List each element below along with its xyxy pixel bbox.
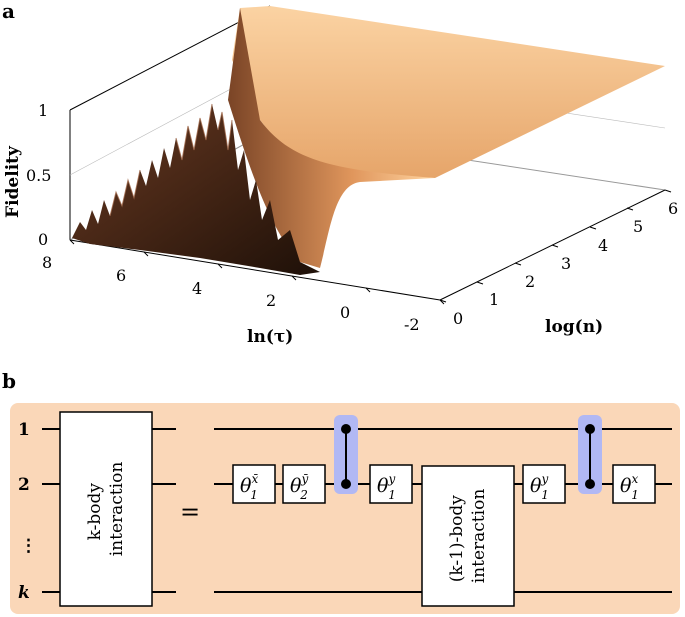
surface-noise-region (72, 104, 320, 275)
cz-gate-1-dot-bottom (341, 479, 351, 489)
x-axis-label: ln(τ) (247, 327, 293, 347)
z-tick-0: 0 (38, 230, 48, 249)
k-body-line-1: k-body (85, 483, 105, 541)
y-tick-0: 0 (453, 309, 463, 328)
y-tick-6: 6 (668, 199, 678, 218)
gate-1-text: θx̄1 (240, 472, 259, 502)
back-left-top-edge (69, 5, 271, 111)
wire-label-2: 2 (18, 475, 30, 495)
cz-gate-1 (334, 415, 358, 494)
x-tick-2: 2 (266, 291, 276, 310)
surface-slope (228, 8, 435, 268)
panel-a: a Fidelity 0 0.5 1 (2, 0, 678, 347)
x-tick-4: 4 (192, 279, 202, 298)
x-tick-0: 0 (340, 303, 350, 322)
k-body-interaction-label: k-body interaction (85, 462, 127, 557)
y-tick-5: 5 (633, 217, 643, 236)
k-minus-1-line-1: (k-1)-body (447, 495, 467, 583)
k-minus-1-body-interaction-box (421, 465, 515, 607)
wire-label-1: 1 (18, 420, 30, 440)
y-tick-4: 4 (598, 236, 608, 255)
k-minus-1-line-2: interaction (469, 489, 489, 584)
z-tick-1: 1 (38, 101, 48, 120)
y-tick-2: 2 (525, 272, 535, 291)
panel-b: b 1 2 ⋮ k k-body interaction = (2, 369, 680, 614)
z-tick-0-5: 0.5 (26, 166, 51, 185)
wire-label-dots: ⋮ (20, 536, 37, 556)
x-tick-8: 8 (42, 253, 52, 272)
k-body-interaction-box (59, 411, 153, 607)
cz-gate-2 (578, 415, 602, 494)
equals-sign: = (180, 498, 200, 526)
x-tick-neg2: -2 (404, 315, 420, 334)
y-tick-1: 1 (489, 290, 499, 309)
cz-gate-2-dot-bottom (585, 479, 595, 489)
y-tick-3: 3 (561, 254, 571, 273)
y-axis-label: log(n) (545, 317, 603, 337)
x-axis-line (69, 239, 441, 301)
y-axis-ticks (439, 189, 672, 303)
z-axis-label: Fidelity (3, 145, 23, 218)
panel-b-label: b (2, 369, 16, 393)
x-axis-ticks (69, 239, 445, 305)
k-minus-1-body-interaction-label: (k-1)-body interaction (447, 489, 489, 584)
cz-gate-1-dot-top (341, 424, 351, 434)
wire-label-k: k (18, 583, 30, 603)
noise-highlights (109, 103, 233, 217)
x-tick-6: 6 (116, 266, 126, 285)
cz-gate-2-dot-top (585, 424, 595, 434)
rotation-gate-1: θx̄1 (232, 464, 276, 504)
surface-plateau (232, 6, 665, 178)
k-body-line-2: interaction (107, 462, 127, 557)
panel-a-label: a (2, 0, 15, 23)
